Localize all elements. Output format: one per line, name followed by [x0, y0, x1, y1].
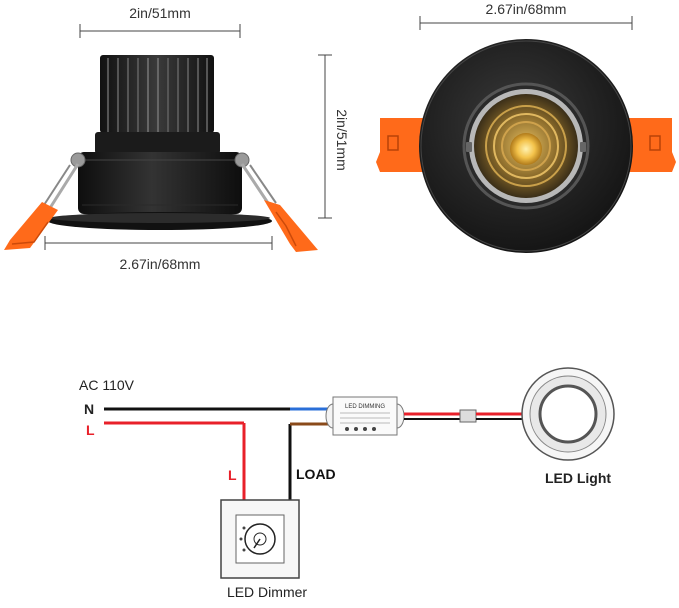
line-drop-label: L [228, 467, 237, 483]
side-bottom-dimension: 2.67in/68mm [44, 236, 273, 272]
front-view: 2.67in/68mm [376, 1, 676, 253]
side-top-width-label: 2in/51mm [129, 5, 190, 21]
led-light-label: LED Light [545, 470, 611, 486]
front-width-label: 2.67in/68mm [486, 1, 567, 17]
led-light-icon [521, 367, 615, 461]
led-dimmer-icon [220, 499, 300, 579]
side-height-label: 2in/51mm [334, 109, 350, 170]
led-dimmer-label: LED Dimmer [227, 584, 307, 600]
supply-voltage-label: AC 110V [79, 377, 135, 393]
wire-connector [459, 409, 477, 423]
load-label: LOAD [296, 466, 336, 482]
side-view: 2in/51mm [4, 5, 350, 272]
side-height-dimension: 2in/51mm [318, 54, 350, 219]
spring-clip-left [4, 152, 86, 250]
wiring-diagram: AC 110V N L L LOAD LED DIMMING [79, 367, 615, 600]
line-label: L [86, 422, 95, 438]
cob-led-chip [510, 133, 542, 165]
heat-sink [100, 55, 214, 133]
front-width-dimension: 2.67in/68mm [419, 1, 633, 30]
driver-label: LED DIMMING [345, 404, 385, 410]
spring-clip-right [234, 152, 318, 252]
side-bottom-width-label: 2.67in/68mm [120, 256, 201, 272]
neutral-label: N [84, 401, 94, 417]
housing-body [78, 152, 242, 214]
led-driver: LED DIMMING [325, 396, 405, 436]
side-top-dimension: 2in/51mm [79, 5, 241, 38]
housing-collar [95, 132, 220, 154]
